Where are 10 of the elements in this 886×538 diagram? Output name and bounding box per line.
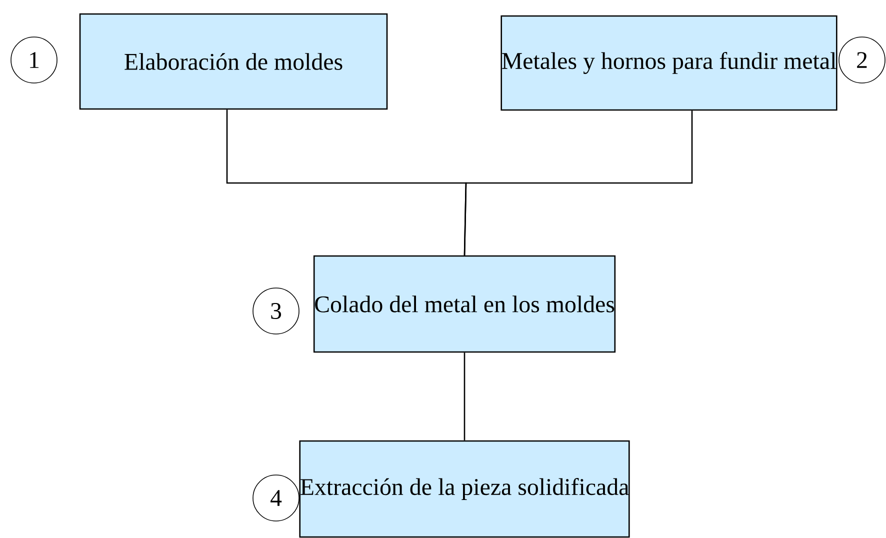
process-box: Extracción de la pieza solidificada (299, 440, 630, 538)
connector-line (464, 352, 466, 440)
callout-number: 3 (252, 288, 300, 334)
callout-number: 4 (252, 474, 300, 522)
process-box: Metales y hornos para fundir metal (500, 15, 838, 111)
callout-number: 2 (838, 36, 886, 84)
process-box: Colado del metal en los moldes (313, 255, 616, 353)
connector-line (464, 110, 693, 256)
callout-number: 1 (10, 36, 58, 84)
process-box: Elaboración de moldes (79, 13, 388, 110)
